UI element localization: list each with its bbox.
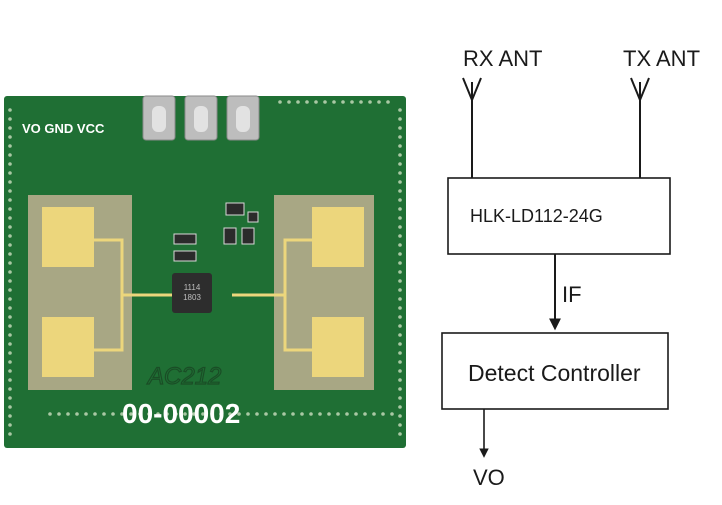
serial-number: 00-00002 (122, 398, 240, 429)
tx-antenna-icon (630, 77, 650, 178)
svg-text:1803: 1803 (183, 293, 201, 302)
module-label: HLK-LD112-24G (470, 206, 603, 226)
rx-antenna-icon (462, 77, 482, 178)
rx-patch-lower (42, 317, 94, 377)
radar-chip (172, 273, 212, 313)
module-box (447, 177, 671, 255)
edge-vias (8, 100, 402, 436)
header-pins (142, 95, 260, 141)
controller-label: Detect Controller (468, 360, 641, 386)
rx-ant-label: RX ANT (463, 46, 542, 71)
controller-box (441, 332, 669, 410)
rx-patch-upper (42, 207, 94, 267)
tx-patch-upper (312, 207, 364, 267)
tx-patch-lower (312, 317, 364, 377)
feed-lines (94, 238, 312, 352)
svg-text:1114: 1114 (184, 283, 201, 292)
smd-components (173, 202, 259, 262)
antenna-label: AC212 (146, 363, 221, 390)
tx-ant-label: TX ANT (623, 46, 700, 71)
if-label: IF (562, 282, 582, 307)
pin-labels: VO GND VCC (22, 121, 105, 136)
vo-label: VO (473, 465, 505, 490)
